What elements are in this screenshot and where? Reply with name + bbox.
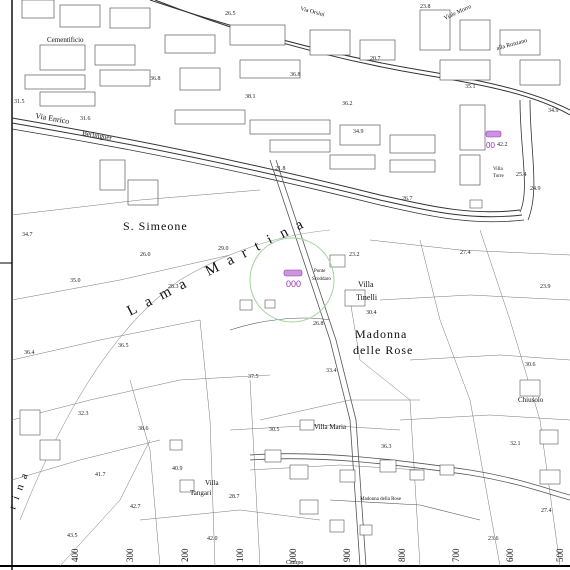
elevation: 36.3 (381, 444, 392, 450)
field-boundaries (11, 189, 570, 567)
elevation: 33.4 (326, 368, 337, 374)
grid-label: 300 (125, 548, 135, 562)
s-simeone-label: S. Simeone (123, 219, 188, 233)
elevation: 37.5 (248, 374, 259, 380)
elevation: 43.5 (67, 533, 78, 539)
elevation: 26.0 (140, 252, 151, 258)
villa-tinelli-line1: Villa (358, 280, 374, 289)
elevation: 27.4 (460, 250, 471, 256)
villa-maria-label: Villa Maria (314, 423, 347, 431)
site-marker-northeast[interactable]: 00 (485, 130, 502, 150)
ponte-label: Ponte (314, 269, 326, 274)
madonna-label-line2: delle Rose (353, 343, 413, 357)
campo-label: Campo (286, 560, 303, 566)
elevation: 41.7 (95, 472, 106, 478)
elevation: 28.7 (229, 494, 240, 500)
elevation-points: 26.5 23.8 20.7 35.1 36.8 34.9 31.5 31.6 … (14, 4, 559, 542)
villa-tangari-line1: Villa (205, 479, 219, 487)
grid-label: 200 (180, 548, 190, 562)
buffer-circle (249, 237, 335, 323)
elevation: 42.7 (130, 504, 141, 510)
elevation: 30.6 (525, 362, 536, 368)
elevation: 36.8 (150, 76, 161, 82)
elevation: 42.2 (497, 142, 508, 148)
elevation: 24.9 (530, 186, 541, 192)
grid-label: 600 (505, 548, 515, 562)
elevation: 36.4 (24, 350, 35, 356)
grid-label: 900 (342, 548, 352, 562)
urban-blocks (21, 0, 561, 206)
grid-label: 100 (235, 548, 245, 562)
railway-lines (11, 0, 570, 223)
grid-label: 700 (451, 548, 461, 562)
elevation: 23.8 (420, 4, 431, 10)
grid-label: 500 (555, 548, 565, 562)
elevation: 20.7 (370, 56, 381, 62)
elevation: 36.5 (118, 343, 129, 349)
elevation: 21.8 (275, 166, 286, 172)
elevation: 23.2 (349, 252, 360, 258)
elevation: 35.0 (70, 278, 81, 284)
madonna-label-line1: Madonna (355, 327, 407, 341)
villa-torre-line2: Torre (493, 174, 505, 179)
elevation: 42.0 (207, 536, 218, 542)
grid-label: 800 (397, 548, 407, 562)
elevation: 34.7 (22, 232, 33, 238)
elevation: 34.9 (353, 129, 364, 135)
scoddaro-label: Scoddaro (312, 277, 331, 282)
elevation: 26.8 (313, 321, 324, 327)
elevation: 35.1 (465, 84, 476, 90)
elevation: 28.3 (168, 284, 179, 290)
elevation: 26.5 (225, 11, 236, 17)
elevation: 40.9 (172, 466, 183, 472)
elevation: 38.1 (245, 94, 256, 100)
cementificio-label: Cementificio (47, 36, 84, 44)
elevation: 30.4 (366, 310, 377, 316)
elevation: 29.0 (218, 246, 229, 252)
villa-tinelli-line2: Tinelli (356, 293, 378, 302)
madonna-della-rose-label: Madonna della Rose (360, 497, 402, 502)
grid-label: 000 (288, 548, 298, 562)
elevation: 36.2 (342, 101, 353, 107)
elevation: 31.6 (80, 116, 91, 122)
elevation: 38.6 (138, 426, 149, 432)
elevation: 34.9 (548, 108, 559, 114)
elevation: 30.5 (269, 427, 280, 433)
northeast-marker-label: 00 (486, 141, 495, 150)
chiusolo-label: Chiusolo (518, 396, 544, 404)
villa-torre-line1: Villa (493, 167, 503, 172)
elevation: 32.3 (78, 411, 89, 417)
grid-labels: 400 300 200 100 000 900 800 700 600 500 (70, 548, 565, 562)
center-marker-label: 000 (286, 279, 301, 289)
elevation: 26.7 (402, 196, 413, 202)
elevation: 25.4 (516, 172, 527, 178)
site-marker-center[interactable]: 000 (283, 269, 303, 289)
rural-buildings (19, 199, 561, 536)
elevation: 36.8 (290, 72, 301, 78)
grid-label: 400 (70, 548, 80, 562)
elevation: 23.9 (540, 284, 551, 290)
elevation: 32.1 (510, 441, 521, 447)
elevation: 27.4 (541, 508, 552, 514)
villa-tangari-line2: Tangari (190, 489, 211, 497)
elevation: 23.6 (488, 536, 499, 542)
elevation: 31.5 (14, 99, 25, 105)
